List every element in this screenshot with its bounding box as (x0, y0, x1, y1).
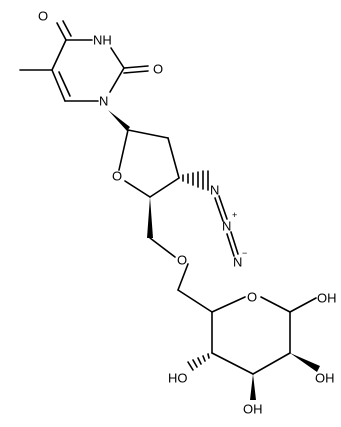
atom-ho-c4: HO (168, 371, 188, 386)
hash-bond-azide (182, 170, 209, 191)
atom-n-azide-1: N (210, 183, 219, 198)
atom-o-sugar-ring: O (247, 290, 257, 305)
atom-n-azide-2: N (222, 219, 231, 234)
hash-bond-c4 (187, 353, 210, 371)
atom-oh-anomeric: OH (317, 291, 337, 306)
atom-oh-c2: OH (315, 371, 335, 386)
atom-labels: O NH O N O N N + N − O O OH OH OH HO (38, 9, 337, 417)
charge-minus: − (242, 248, 247, 258)
bond-layer (19, 20, 320, 400)
atom-o-ring: O (112, 169, 122, 184)
atom-n-pyr: N (99, 94, 108, 109)
atom-n-azide-3: N (233, 255, 242, 270)
atom-o-pyr-top: O (38, 9, 48, 24)
atom-o-ether: O (177, 253, 187, 268)
charge-plus: + (232, 210, 237, 220)
atom-o-pyr-right: O (153, 62, 163, 77)
atom-nh: NH (93, 33, 112, 48)
atom-oh-c3: OH (243, 402, 263, 417)
